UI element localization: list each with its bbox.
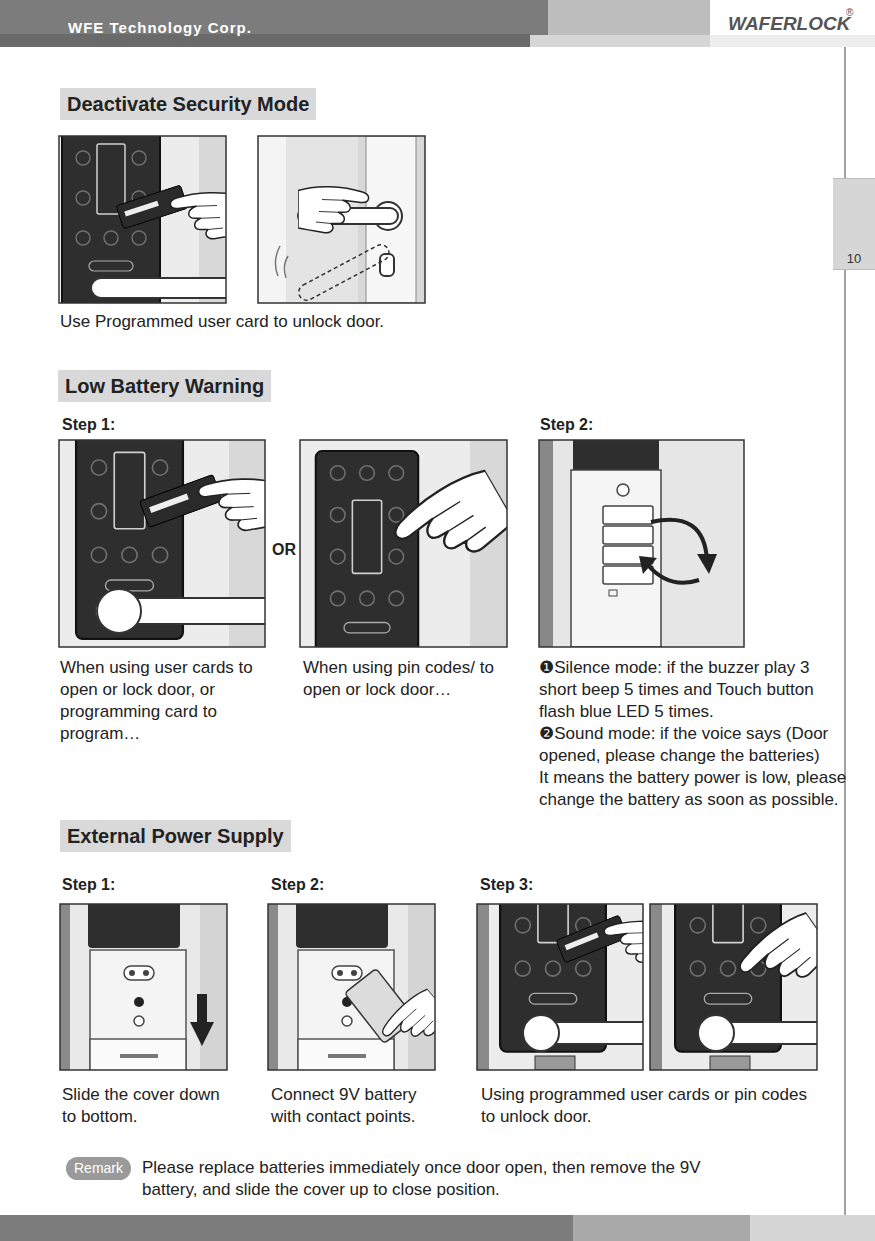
step-label: Step 2: bbox=[271, 874, 324, 896]
node-text: Remark bbox=[74, 1160, 123, 1176]
note-text: It means the battery power is low, pleas… bbox=[539, 767, 849, 811]
brand-logo: WAFERLOCK bbox=[728, 13, 850, 35]
company-name: WFE Technology Corp. bbox=[68, 17, 252, 39]
caption: When using user cards to open or lock do… bbox=[60, 657, 278, 745]
step-label: Step 1: bbox=[62, 874, 115, 896]
registered-mark: ® bbox=[846, 7, 853, 19]
page-tab: 10 bbox=[833, 178, 875, 270]
caption: Use Programmed user card to unlock door. bbox=[60, 311, 384, 333]
caption: Connect 9V battery with contact points. bbox=[271, 1084, 451, 1128]
note-text: ❷Sound mode: if the voice says (Door ope… bbox=[539, 723, 849, 767]
remark-pill: Remark bbox=[66, 1157, 131, 1180]
node-text: 10 bbox=[847, 251, 861, 266]
section-heading: Deactivate Security Mode bbox=[60, 88, 316, 120]
node-text: Deactivate Security Mode bbox=[67, 93, 309, 115]
step-label: Step 2: bbox=[540, 414, 593, 436]
section-heading: Low Battery Warning bbox=[58, 370, 271, 402]
node-text: External Power Supply bbox=[67, 825, 284, 847]
or-label: OR bbox=[272, 539, 296, 561]
caption: Slide the cover down to bottom. bbox=[62, 1084, 227, 1128]
caption: Using programmed user cards or pin codes… bbox=[481, 1084, 811, 1128]
remark-text: Please replace batteries immediately onc… bbox=[142, 1157, 732, 1201]
section-heading: External Power Supply bbox=[60, 820, 291, 852]
caption: When using pin codes/ to open or lock do… bbox=[303, 657, 503, 701]
step-label: Step 3: bbox=[480, 874, 533, 896]
note-text: ❶Silence mode: if the buzzer play 3 shor… bbox=[539, 657, 849, 723]
node-text: Low Battery Warning bbox=[65, 375, 264, 397]
step-label: Step 1: bbox=[62, 414, 115, 436]
text-column: ❶Silence mode: if the buzzer play 3 shor… bbox=[539, 657, 849, 811]
